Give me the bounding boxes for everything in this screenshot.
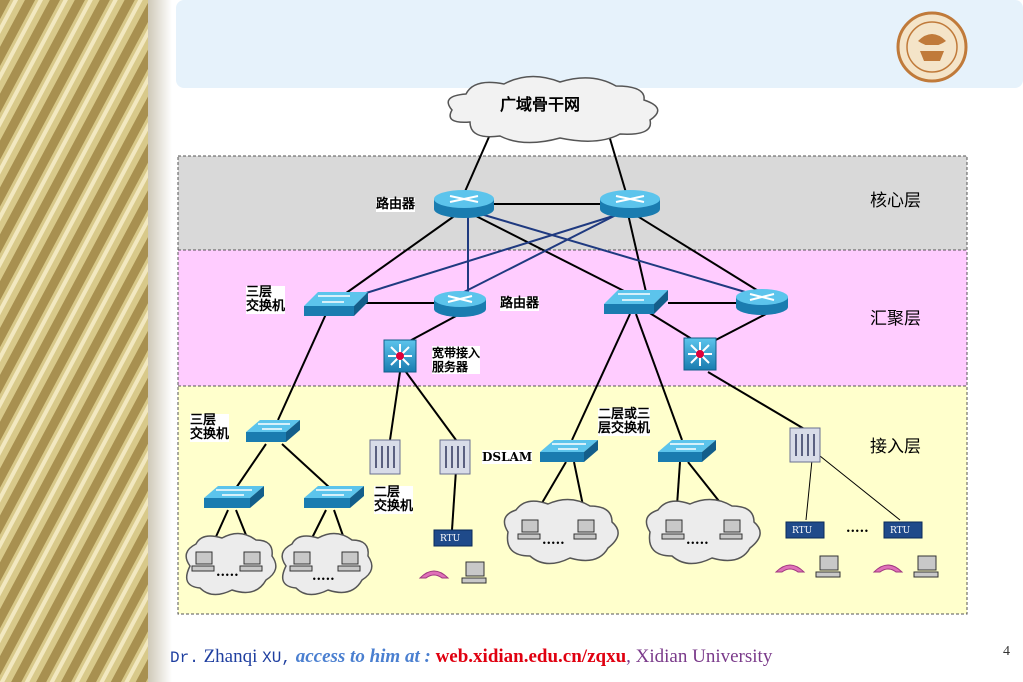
- pc-icons: [191, 519, 939, 584]
- access-l2-switch-left: [204, 486, 264, 508]
- ellipsis-cloud-4: .....: [686, 533, 709, 548]
- rtu-boxes: [433, 521, 923, 547]
- aggregation-switch-right: [604, 290, 668, 314]
- telephone-icons: [418, 564, 904, 579]
- rtu-label-3: RTU: [890, 526, 911, 536]
- user-clouds: [185, 498, 761, 596]
- core-router-right: [600, 190, 660, 218]
- l2-or-l3-switch-label: 二层或三 层交换机: [598, 407, 651, 436]
- bras-right: [683, 337, 717, 371]
- ellipsis-cloud-2: .....: [312, 569, 335, 584]
- dslam-device-right: [789, 427, 821, 463]
- dslam-label: DSLAM: [482, 450, 533, 464]
- bras-label: 宽带接入 服务器: [432, 346, 481, 374]
- university-seal-logo: [896, 11, 968, 83]
- wan-backbone-cloud: [447, 75, 659, 144]
- footer-url-link[interactable]: web.xidian.edu.cn/zqxu: [435, 646, 627, 667]
- decorative-side-column: [0, 0, 172, 682]
- header-band: [176, 0, 1023, 88]
- page-number: 4: [1003, 644, 1010, 659]
- dslam-device-left: [369, 439, 401, 475]
- aggregation-layer-label: 汇聚层: [870, 309, 921, 329]
- dslam-device-mid: [439, 439, 471, 475]
- footer-name: Zhanqi: [203, 646, 258, 667]
- cloud-label: 广域骨干网: [500, 95, 581, 114]
- rtu-label-2: RTU: [792, 526, 813, 536]
- ellipsis-rtu: .....: [846, 521, 869, 536]
- footer-xu: XU,: [262, 649, 291, 667]
- access-l2-switch-right: [304, 486, 364, 508]
- bras-left: [383, 339, 417, 373]
- aggregation-router-right: [736, 289, 788, 315]
- network-links: [209, 129, 901, 551]
- footer-access-text: access to him at :: [295, 646, 431, 667]
- access-l2-switch-label: 二层 交换机: [374, 485, 414, 514]
- rtu-label-1: RTU: [440, 534, 461, 544]
- access-layer-label: 接入层: [870, 437, 921, 457]
- ellipsis-cloud-1: .....: [216, 565, 239, 580]
- core-layer-label: 核心层: [870, 191, 921, 211]
- core-router-left: [434, 190, 494, 218]
- aggregation-router-label: 路由器: [500, 296, 540, 311]
- aggregation-l3-switch-label: 三层 交换机: [246, 285, 286, 314]
- aggregation-router-left: [434, 291, 486, 317]
- ellipsis-cloud-3: .....: [542, 533, 565, 548]
- aggregation-l3-switch-left: [304, 292, 368, 316]
- footer-dr: Dr.: [170, 649, 199, 667]
- core-router-label: 路由器: [376, 197, 416, 212]
- footer-university: , Xidian University: [626, 646, 773, 667]
- access-switch-mid-right: [658, 440, 716, 462]
- slide-footer: Dr. Zhanqi XU, access to him at : web.xi…: [170, 646, 772, 668]
- access-switch-mid-left: [540, 440, 598, 462]
- access-l3-switch-label: 三层 交换机: [190, 413, 230, 442]
- access-l3-switch: [246, 420, 300, 442]
